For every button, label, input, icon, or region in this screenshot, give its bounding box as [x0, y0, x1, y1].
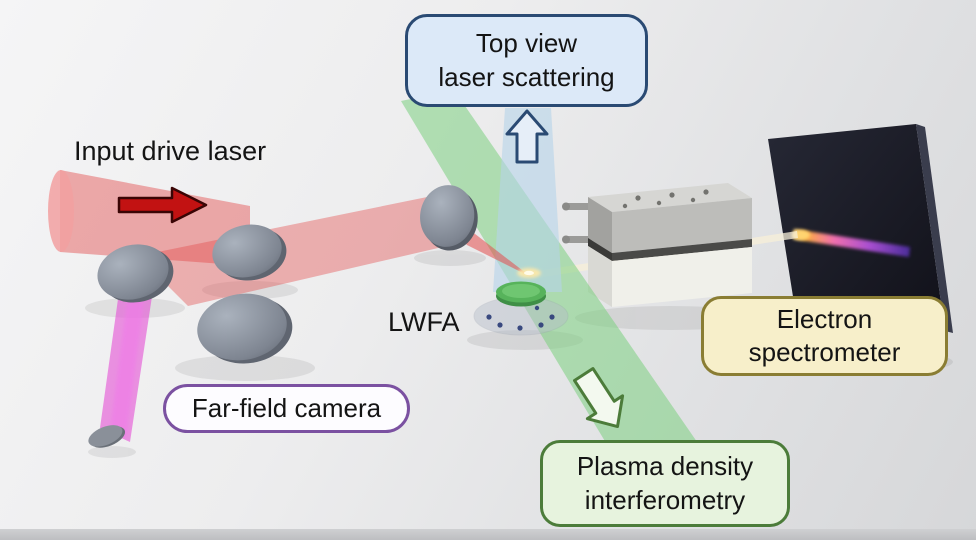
electron-spectrum-streak	[793, 229, 910, 257]
mirror-1	[97, 244, 174, 303]
far-field-camera-label: Far-field camera	[191, 392, 382, 423]
electron-spectrometer-label-box: Electron spectrometer	[701, 296, 948, 376]
lwfa-target	[473, 281, 569, 336]
scattered-light-column	[493, 108, 562, 292]
target-holder-dots	[486, 305, 555, 331]
top-view-label-box: Top view laser scattering	[405, 14, 648, 107]
magnet-pin	[566, 236, 592, 243]
spectrometer-screen	[768, 124, 953, 347]
drive-laser-direction-arrow-icon	[117, 186, 208, 224]
plasma-line2: interferometry	[584, 484, 746, 515]
lwfa-label: LWFA	[388, 307, 460, 337]
mirror-3	[197, 293, 293, 364]
far-field-camera-label-box: Far-field camera	[163, 384, 410, 433]
top-view-line2: laser scattering	[438, 61, 615, 92]
spectrometer-magnet	[562, 183, 752, 307]
electron-line1: Electron	[776, 303, 873, 334]
far-field-beam	[100, 256, 156, 442]
electron-line2: spectrometer	[748, 337, 901, 367]
scattering-up-arrow-icon	[505, 109, 549, 164]
pickoff-mirror	[88, 425, 126, 448]
plasma-line1: Plasma density	[576, 451, 754, 482]
mirror-2	[212, 224, 287, 281]
laser-focus-glow	[517, 268, 541, 278]
table-edge	[0, 529, 976, 540]
focusing-optic	[420, 185, 478, 251]
interferometry-arrow-icon	[573, 367, 625, 429]
plasma-density-label-box: Plasma density interferometry	[540, 440, 790, 527]
top-view-line1: Top view	[475, 28, 578, 59]
input-drive-laser-label: Input drive laser	[74, 136, 267, 166]
magnet-pin	[566, 203, 592, 210]
magnet-screws	[622, 189, 709, 209]
